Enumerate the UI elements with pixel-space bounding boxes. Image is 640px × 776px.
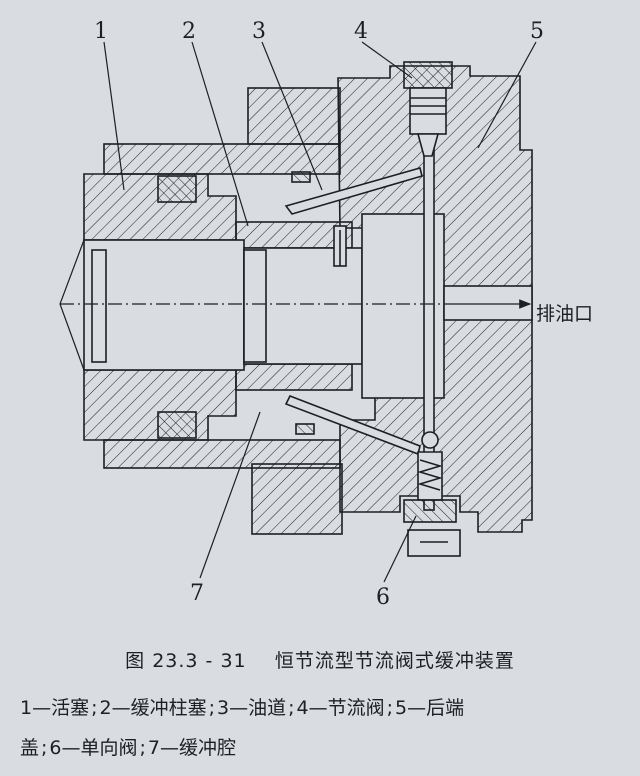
- legend-item: 5—后端: [395, 697, 465, 719]
- cushion-device-diagram: 1 2 3 4 5 6 7 排油口: [59, 19, 593, 610]
- legend-item: 4—节流阀: [296, 697, 385, 719]
- top-flange: [247, 87, 341, 145]
- inner-ring-1: [91, 249, 107, 363]
- caption-title: 恒节流型节流阀式缓冲装置: [274, 650, 515, 672]
- legend-item: 6—单向阀: [49, 737, 138, 759]
- callout-3: 3: [252, 19, 266, 44]
- leader-4: [361, 41, 413, 79]
- outlet-label: 排油口: [536, 303, 593, 325]
- callout-2: 2: [182, 19, 196, 44]
- legend-item: 1—活塞: [20, 697, 90, 719]
- cylinder-barrel-bottom: [103, 439, 341, 469]
- oil-passage-upper: [284, 167, 423, 215]
- legend-item: 7—缓冲腔: [147, 737, 237, 759]
- leader-3: [261, 41, 323, 191]
- callout-7: 7: [190, 581, 204, 606]
- leader-6: [383, 515, 417, 583]
- caption-number: 图 23.3 - 31: [125, 650, 247, 672]
- legend-item: 盖: [20, 737, 40, 759]
- piston-bore: [83, 239, 245, 371]
- cushion-plunger-bottom: [235, 363, 353, 391]
- bottom-flange: [251, 463, 343, 535]
- seal-top: [157, 175, 197, 203]
- callout-5: 5: [530, 19, 544, 44]
- legend-item: 2—缓冲柱塞: [99, 697, 207, 719]
- leader-7: [199, 411, 261, 579]
- cylinder-barrel-top: [103, 143, 341, 175]
- leader-2: [191, 41, 249, 227]
- leader-5: [477, 41, 537, 149]
- figure-caption: 图 23.3 - 31 恒节流型节流阀式缓冲装置: [0, 646, 640, 673]
- end-chamfer: [59, 239, 85, 371]
- oring-bottom: [295, 423, 315, 435]
- inner-ring-2: [243, 249, 267, 363]
- legend-item: 3—油道: [217, 697, 287, 719]
- check-valve: [403, 431, 461, 557]
- legend-line-2: 盖;6—单向阀;7—缓冲腔: [20, 737, 237, 759]
- outlet-port: [443, 285, 533, 321]
- seal-bottom: [157, 411, 197, 439]
- oring-top: [291, 171, 311, 183]
- figure-legend: 1—活塞;2—缓冲柱塞;3—油道;4—节流阀;5—后端 盖;6—单向阀;7—缓冲…: [20, 688, 620, 768]
- legend-line-1: 1—活塞;2—缓冲柱塞;3—油道;4—节流阀;5—后端: [20, 697, 465, 719]
- leader-1: [103, 41, 125, 191]
- callout-4: 4: [354, 19, 368, 44]
- throttle-valve: [403, 61, 453, 157]
- callout-1: 1: [94, 19, 108, 44]
- callout-6: 6: [376, 585, 390, 610]
